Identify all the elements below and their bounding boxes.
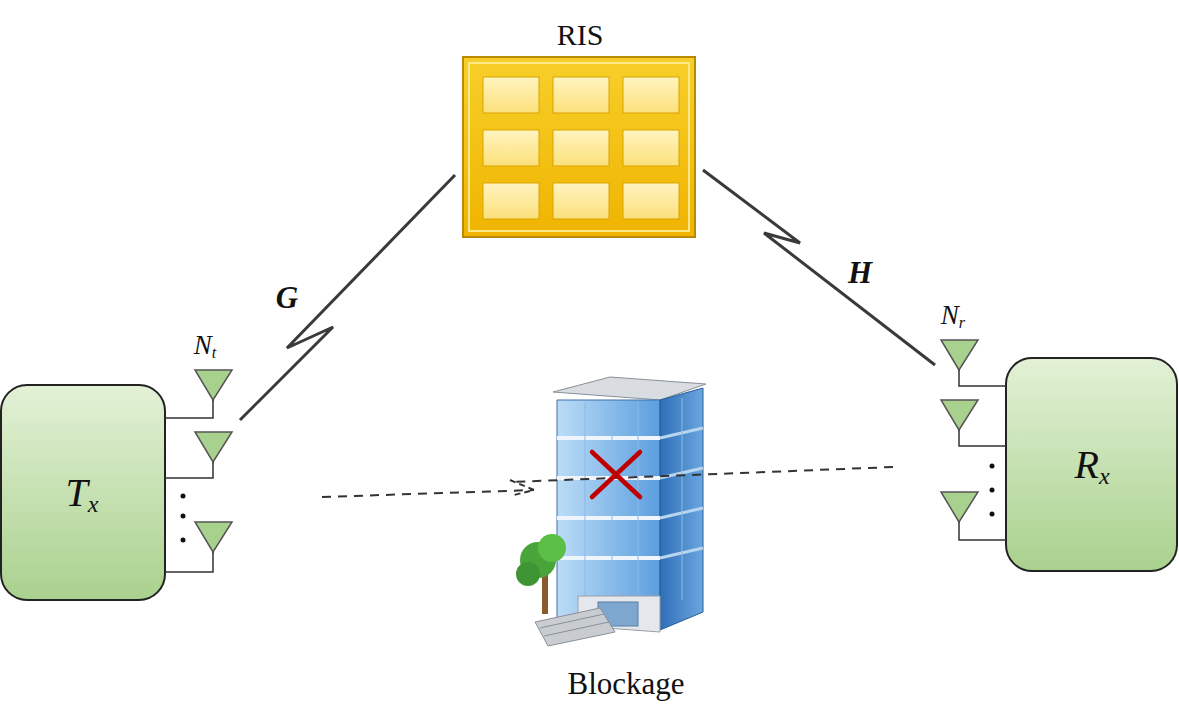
tx-box	[1, 370, 232, 600]
node-label: Rx	[1074, 445, 1109, 485]
antenna-count: Nr	[941, 302, 965, 329]
channel-label: H	[848, 257, 872, 288]
channel-label: G	[276, 282, 298, 313]
channel-link	[240, 175, 455, 420]
transmitter-box: Tx	[0, 365, 240, 601]
node-label: Tx	[66, 473, 99, 513]
rx-box	[941, 340, 1177, 571]
ris-panel: RIS	[455, 12, 703, 238]
antenna-count: Nt	[194, 332, 217, 359]
blocked-mark	[592, 452, 640, 497]
ris-panel	[463, 57, 695, 237]
building-icon	[516, 377, 706, 646]
node-label: RIS	[557, 20, 604, 50]
blockage-label: Blockage	[567, 668, 684, 699]
receiver-box: Rx	[935, 335, 1178, 573]
channel-link	[703, 170, 935, 365]
